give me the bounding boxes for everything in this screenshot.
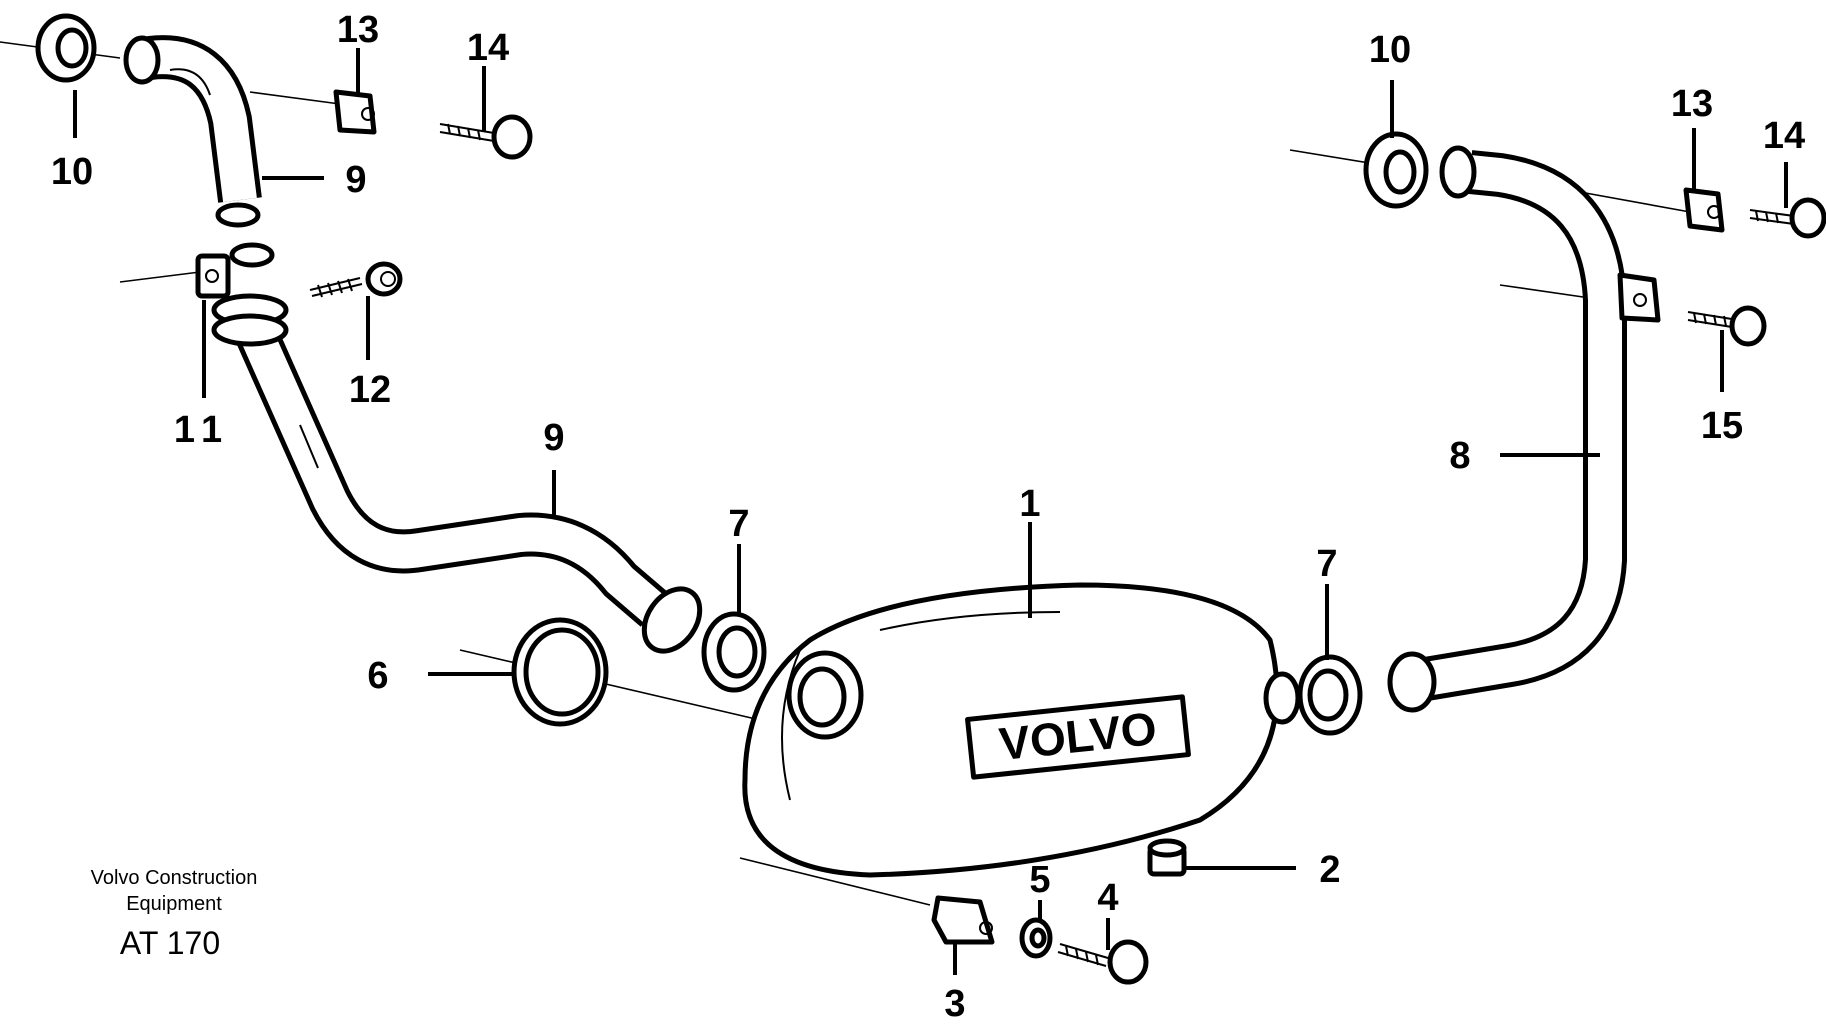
bracket-13-left — [333, 89, 377, 135]
caption-code: AT 170 — [120, 925, 220, 961]
callout-8: 8 — [1449, 435, 1470, 477]
screw-15 — [1687, 305, 1767, 347]
callout-10-right: 10 — [1369, 29, 1411, 71]
gasket-7-right — [1297, 654, 1363, 736]
caption-line-2: Equipment — [126, 893, 222, 915]
gasket-6 — [511, 617, 609, 727]
clamp-11 — [195, 253, 289, 347]
hose-upper-left — [123, 35, 275, 268]
callout-15: 15 — [1701, 405, 1743, 447]
caption-line-1: Volvo Construction — [91, 867, 258, 889]
callout-6: 6 — [367, 655, 388, 697]
callout-12: 12 — [349, 369, 391, 411]
callout-13-left: 13 — [337, 9, 379, 51]
muffler-1: VOLVO — [742, 582, 1301, 878]
screw-12 — [309, 261, 403, 298]
callout-3: 3 — [944, 983, 965, 1025]
diagram-caption: Volvo Construction Equipment AT 170 — [91, 867, 258, 961]
gasket-7-left — [701, 611, 767, 693]
callout-labels: 1 2 3 4 5 6 7 7 8 9 9 10 10 11 12 13 13 … — [51, 9, 1805, 1025]
leader-lines — [73, 48, 1788, 975]
callout-2: 2 — [1319, 849, 1340, 891]
plug-2 — [1147, 838, 1187, 877]
screw-4 — [1057, 939, 1149, 985]
callout-11: 11 — [174, 409, 230, 451]
screw-14-right — [1749, 197, 1826, 239]
callout-14-left: 14 — [467, 27, 509, 69]
callout-13-right: 13 — [1671, 83, 1713, 125]
bracket-3 — [931, 895, 995, 945]
gasket-10-left — [35, 13, 97, 83]
callout-10-left: 10 — [51, 151, 93, 193]
callout-14-right: 14 — [1763, 115, 1805, 157]
callout-7-left: 7 — [728, 503, 749, 545]
callout-9-lower: 9 — [543, 417, 564, 459]
bracket-13-right — [1683, 187, 1725, 233]
exhaust-pipe-8 — [1387, 145, 1661, 713]
callout-5: 5 — [1029, 859, 1050, 901]
callout-9-upper: 9 — [345, 159, 366, 201]
callout-4: 4 — [1097, 877, 1118, 919]
washer-5 — [1019, 917, 1053, 959]
screw-14-left — [439, 114, 533, 160]
callout-1: 1 — [1019, 483, 1040, 525]
assembly-axis-lines — [0, 41, 1691, 906]
gasket-10-right — [1363, 131, 1429, 209]
callout-7-right: 7 — [1316, 543, 1337, 585]
exhaust-pipe-left — [229, 311, 703, 654]
